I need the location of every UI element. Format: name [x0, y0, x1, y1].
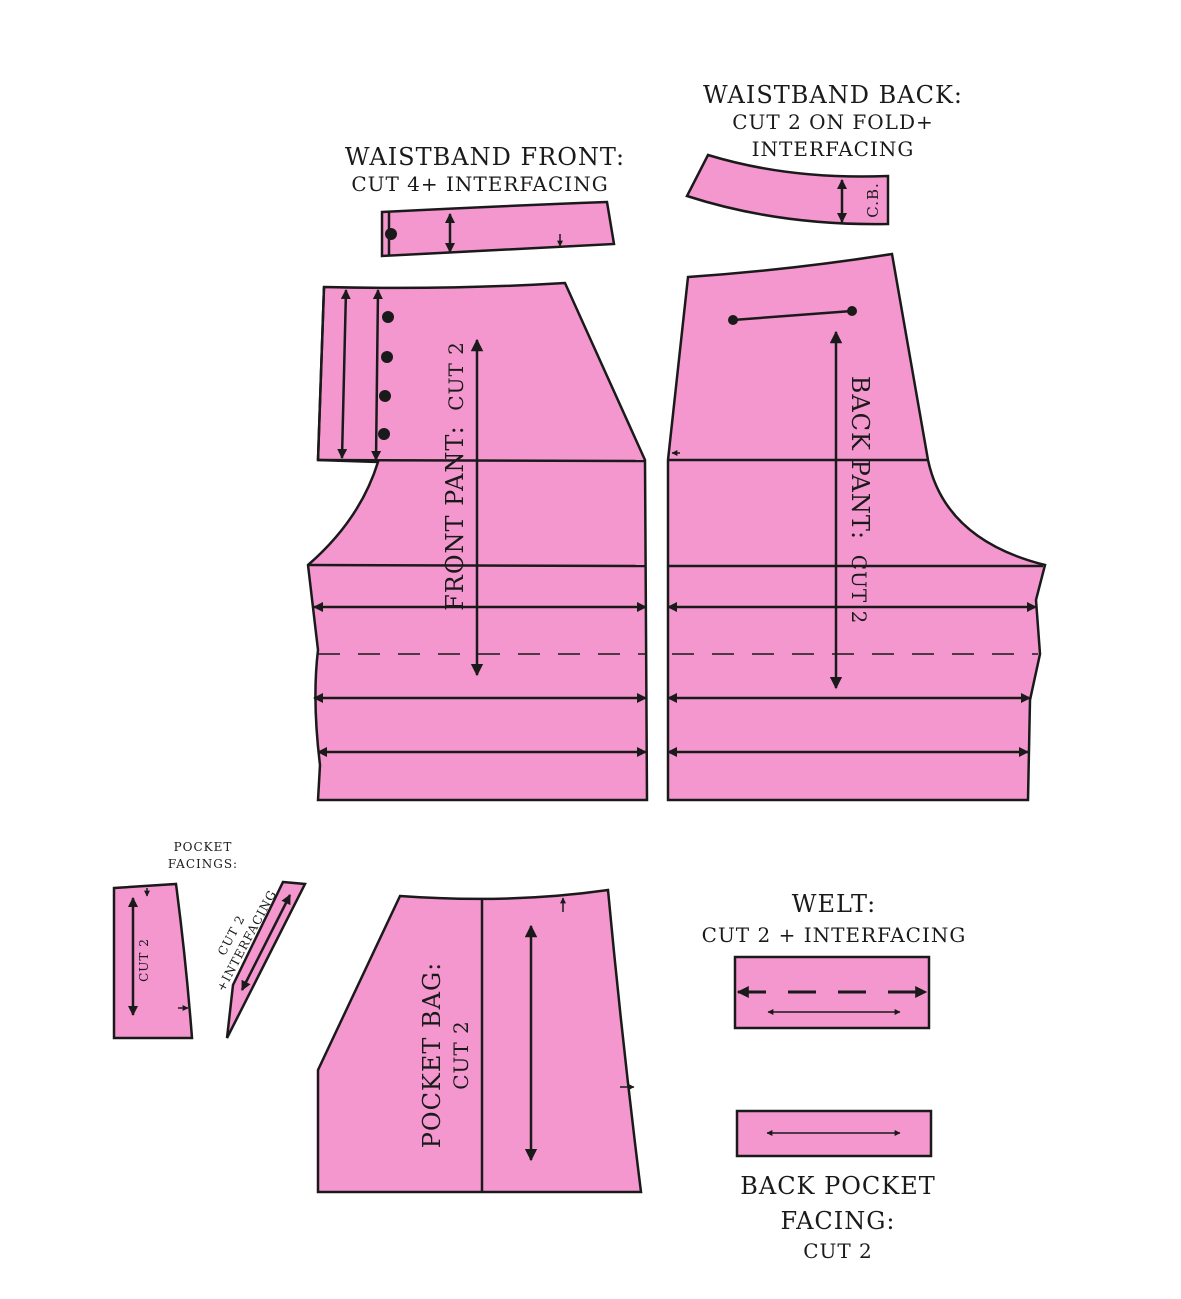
pocket-facing-cut: CUT 2 [137, 938, 151, 982]
front-pant-label: FRONT PANT: CUT 2 [441, 341, 469, 611]
pocket-bag-cut: CUT 2 [449, 1020, 473, 1090]
back-pocket-facing-cut: CUT 2 [803, 1239, 873, 1263]
pocket-facing-interfacing-piece [225, 880, 307, 1039]
pocket-bag-title: POCKET BAG: [418, 962, 446, 1149]
waistband-front-piece [380, 200, 616, 258]
back-pant-cut: CUT 2 [847, 555, 871, 625]
back-pocket-facing-piece [735, 1109, 933, 1158]
back-pocket-facing-title: BACK POCKET [740, 1172, 936, 1200]
front-pant-cut: CUT 2 [444, 341, 468, 411]
front-pant-piece [306, 281, 649, 802]
pocket-bag-piece [316, 888, 643, 1194]
back-pant-piece [666, 252, 1047, 802]
waistband-back-cut: CUT 2 ON FOLD+ [732, 110, 934, 134]
back-pant-label: BACK PANT: CUT 2 [846, 376, 874, 625]
waistband-back-title: WAISTBAND BACK: [703, 81, 963, 109]
welt-cut: CUT 2 + INTERFACING [702, 923, 967, 947]
waistband-front-cut: CUT 4+ INTERFACING [351, 172, 608, 196]
front-pant-title: FRONT PANT: [441, 425, 469, 611]
waistband-front-title: WAISTBAND FRONT: [345, 143, 625, 171]
welt-piece [733, 955, 931, 1030]
waistband-back-cb-label: C.B. [864, 182, 882, 218]
pocket-facings-title: POCKET [174, 840, 233, 854]
pocket-facings-subtitle: FACINGS: [168, 857, 238, 871]
waistband-back-piece [685, 153, 890, 226]
waistband-back-interfacing: INTERFACING [752, 137, 915, 161]
back-pocket-facing-subtitle: FACING: [781, 1207, 896, 1235]
pocket-facing-piece [112, 882, 194, 1040]
back-pant-title: BACK PANT: [846, 376, 874, 540]
welt-title: WELT: [792, 890, 876, 918]
